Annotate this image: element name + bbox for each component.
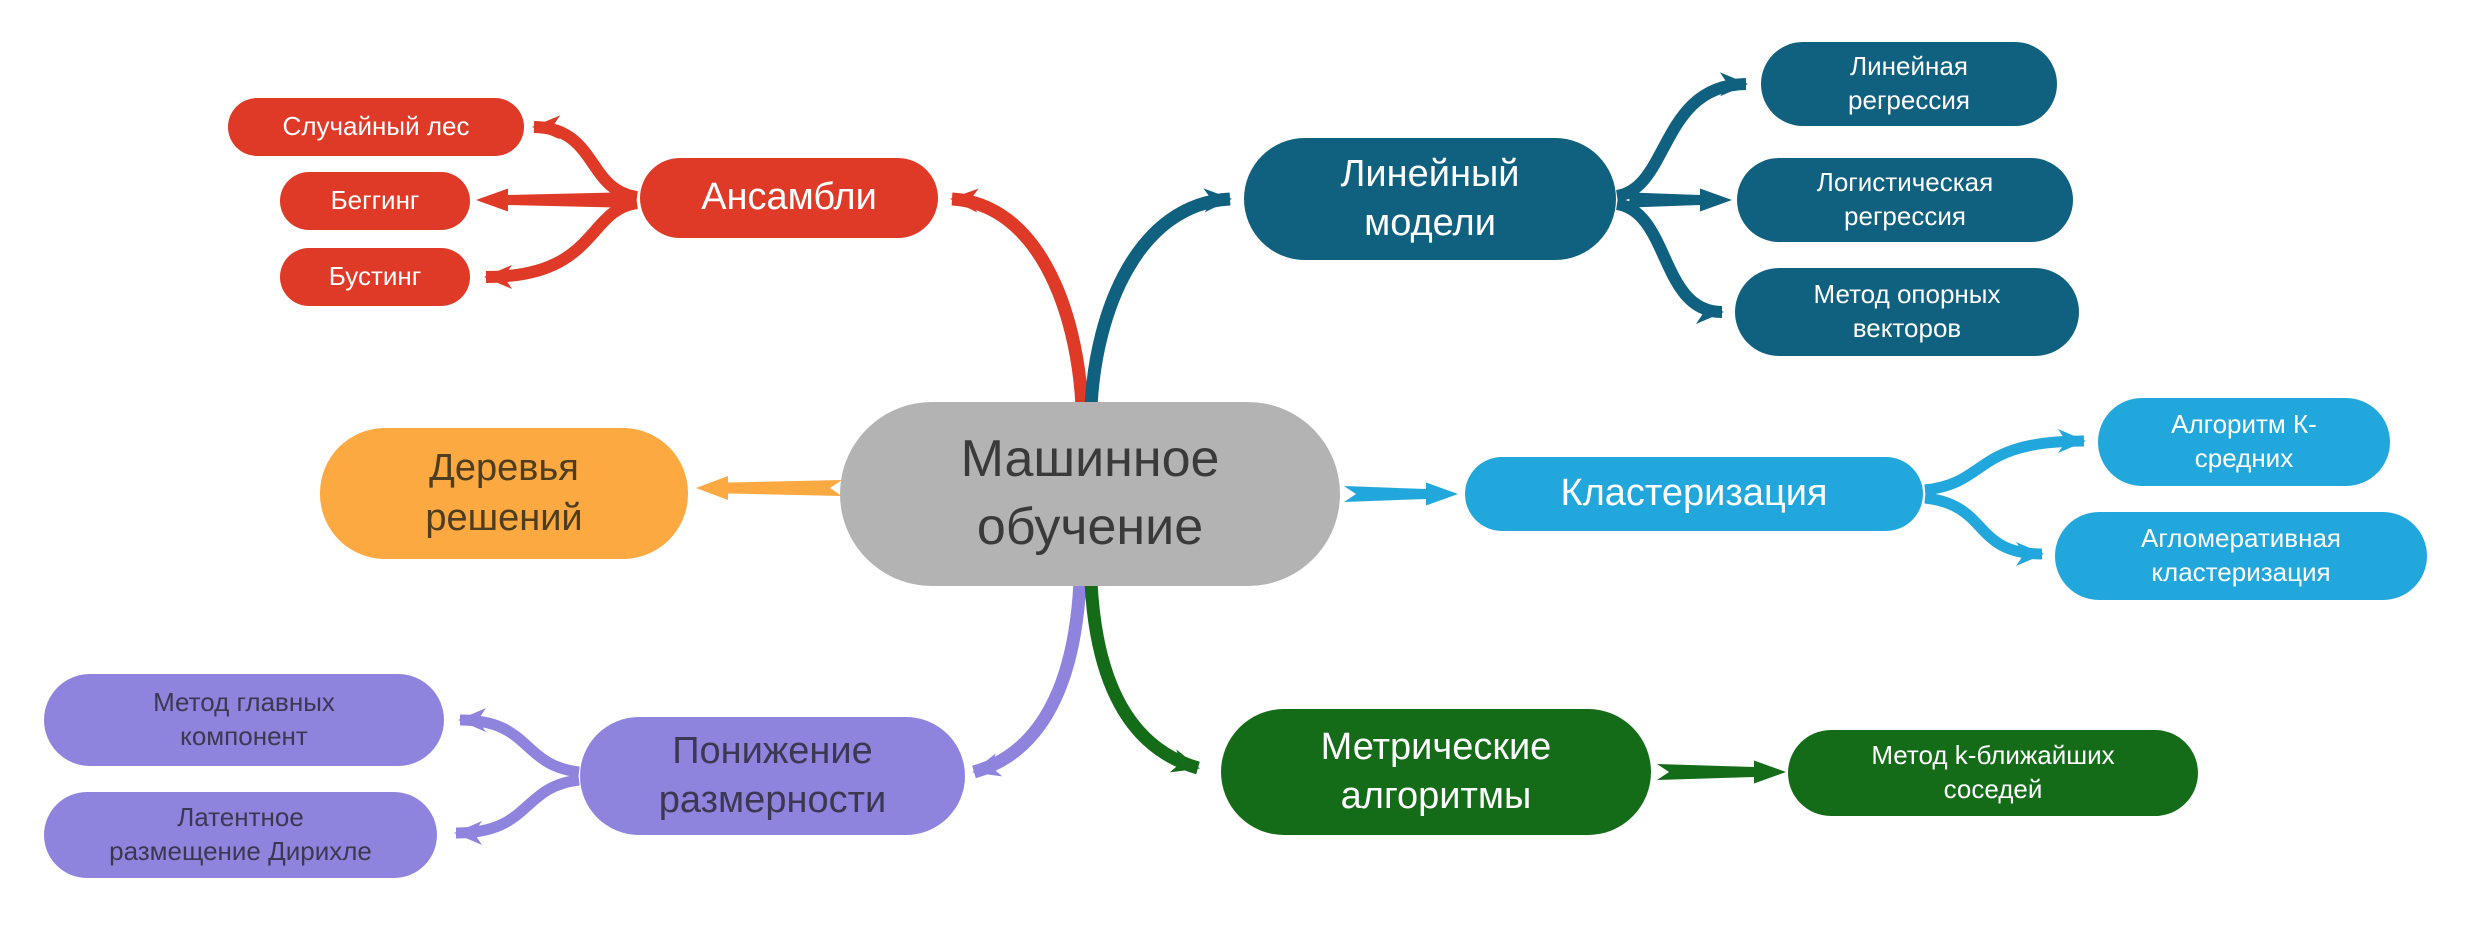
node-clustering-label: Кластеризация bbox=[1560, 472, 1828, 515]
node-boosting[interactable]: Бустинг bbox=[280, 248, 470, 306]
node-boosting-label: Бустинг bbox=[328, 261, 422, 292]
node-pca-label: Метод главных компонент bbox=[153, 687, 335, 751]
node-decision-trees-label: Деревья решений bbox=[425, 447, 583, 539]
node-linear-models-label: Линейный модели bbox=[1340, 152, 1520, 244]
connector-ensembles-boosting bbox=[484, 197, 639, 289]
connector-center-decision-trees bbox=[696, 476, 842, 500]
node-agglomerative-clustering-label: Агломеративная кластеризация bbox=[2140, 523, 2341, 587]
node-svm-label: Метод опорных векторов bbox=[1813, 279, 2001, 343]
node-logistic-regression-label: Логистическая регрессия bbox=[1816, 167, 1994, 231]
node-pca[interactable]: Метод главных компонент bbox=[44, 674, 444, 766]
node-agglomerative-clustering[interactable]: Агломеративная кластеризация bbox=[2055, 512, 2427, 600]
connector-clustering-agglomerative bbox=[1924, 492, 2044, 566]
node-logistic-regression[interactable]: Логистическая регрессия bbox=[1737, 158, 2073, 242]
node-bagging[interactable]: Беггинг bbox=[280, 172, 470, 230]
connector-center-metric-algorithms bbox=[1084, 581, 1200, 775]
node-kmeans-label: Алгоритм К-средних bbox=[2171, 409, 2317, 473]
connector-ensembles-random-forest bbox=[532, 115, 639, 203]
node-kmeans[interactable]: Алгоритм К-средних bbox=[2098, 398, 2390, 486]
connector-dimred-pca bbox=[458, 708, 580, 778]
node-ensembles-label: Ансамбли bbox=[701, 176, 877, 219]
connector-dimred-lda bbox=[454, 774, 580, 845]
node-lda[interactable]: Латентное размещение Дирихле bbox=[44, 792, 437, 878]
node-machine-learning-label: Машинное обучение bbox=[960, 430, 1220, 556]
node-lda-label: Латентное размещение Дирихле bbox=[109, 802, 372, 866]
node-random-forest[interactable]: Случайный лес bbox=[228, 98, 524, 156]
node-linear-models[interactable]: Линейный модели bbox=[1244, 138, 1616, 260]
connector-clustering-kmeans bbox=[1924, 429, 2086, 496]
node-svm[interactable]: Метод опорных векторов bbox=[1735, 268, 2079, 356]
node-metric-algorithms-label: Метрические алгоритмы bbox=[1320, 725, 1552, 817]
connector-center-linear-models bbox=[1084, 188, 1232, 407]
connector-center-ensembles bbox=[950, 188, 1089, 407]
node-machine-learning[interactable]: Машинное обучение bbox=[840, 402, 1340, 586]
node-decision-trees[interactable]: Деревья решений bbox=[320, 428, 688, 559]
node-clustering[interactable]: Кластеризация bbox=[1465, 457, 1923, 531]
node-linear-regression-label: Линейная регрессия bbox=[1848, 51, 1970, 115]
node-linear-regression[interactable]: Линейная регрессия bbox=[1761, 42, 2057, 126]
node-metric-algorithms[interactable]: Метрические алгоритмы bbox=[1221, 709, 1651, 835]
node-ensembles[interactable]: Ансамбли bbox=[640, 158, 938, 238]
connector-linear-models-svm bbox=[1615, 198, 1724, 324]
connector-linear-models-logistic-regression bbox=[1618, 188, 1732, 212]
node-dimensionality-reduction[interactable]: Понижение размерности bbox=[580, 717, 965, 835]
connector-linear-models-linear-regression bbox=[1615, 72, 1748, 202]
node-bagging-label: Беггинг bbox=[330, 185, 420, 216]
node-knn[interactable]: Метод k-ближайших соседей bbox=[1788, 730, 2198, 816]
connector-metric-knn bbox=[1657, 760, 1786, 784]
node-knn-label: Метод k-ближайших соседей bbox=[1871, 740, 2115, 804]
node-dimensionality-reduction-label: Понижение размерности bbox=[658, 729, 887, 821]
connector-center-dimensionality-reduction bbox=[972, 581, 1087, 779]
node-random-forest-label: Случайный лес bbox=[282, 111, 470, 142]
connector-ensembles-bagging bbox=[476, 188, 638, 212]
connector-center-clustering bbox=[1344, 482, 1458, 506]
